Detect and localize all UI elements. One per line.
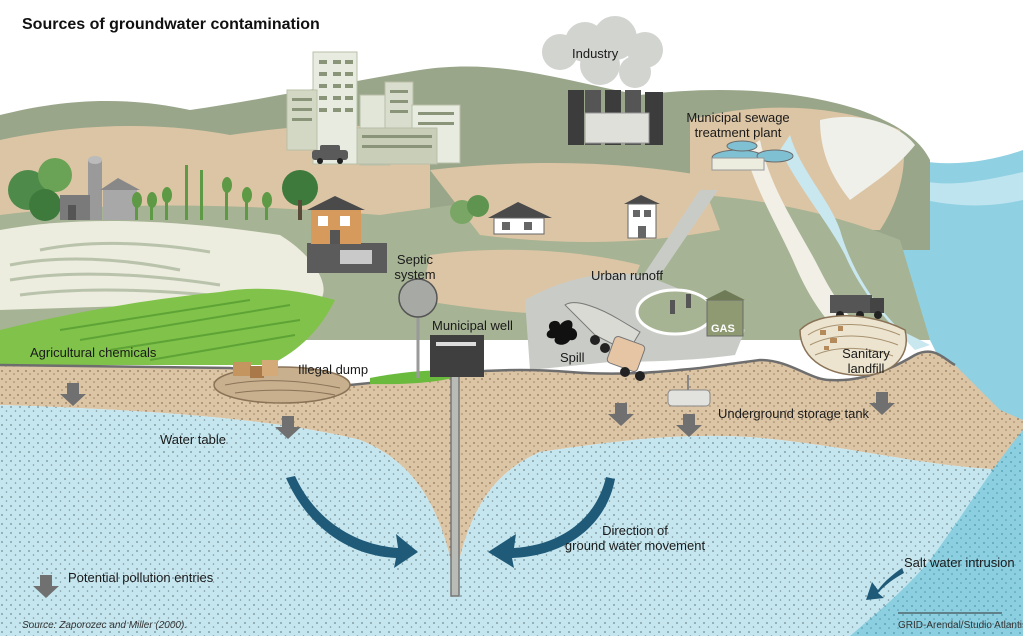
label-sanitary-line1: Sanitary bbox=[842, 346, 890, 361]
fuel-pump-1 bbox=[670, 300, 675, 314]
source-note: Source: Zaporozec and Miller (2000). bbox=[22, 620, 188, 631]
label-illegal-dump: Illegal dump bbox=[298, 362, 369, 377]
oil-spill-icon bbox=[546, 320, 578, 345]
white-snow-field bbox=[820, 116, 915, 200]
house-septic bbox=[307, 196, 365, 244]
sanitary-landfill-pit bbox=[799, 315, 907, 377]
label-sewage-line1: Municipal sewage bbox=[686, 110, 790, 125]
city-windows bbox=[292, 60, 454, 148]
label-gas: GAS bbox=[711, 323, 735, 335]
label-spill: Spill bbox=[560, 350, 585, 365]
illegal-dump-lines bbox=[224, 380, 341, 396]
river bbox=[780, 135, 930, 350]
marker-storage-tank bbox=[676, 414, 702, 437]
label-septic-system: Septic system bbox=[390, 252, 440, 282]
salt-water-texture bbox=[850, 430, 1023, 636]
crop-rows bbox=[59, 299, 301, 361]
tanker-truck bbox=[564, 302, 646, 381]
label-septic-line2: system bbox=[394, 267, 436, 282]
marker-agricultural bbox=[60, 383, 86, 406]
label-urban-runoff: Urban runoff bbox=[591, 268, 664, 283]
flow-arrow-salt bbox=[866, 568, 904, 600]
label-sewage-line2: treatment plant bbox=[694, 125, 782, 140]
farm-field-furrows bbox=[9, 241, 261, 302]
gas-station-roof bbox=[705, 290, 745, 300]
sewage-tanks bbox=[711, 140, 794, 171]
label-water-table: Water table bbox=[160, 432, 226, 447]
label-sewage-plant: Municipal sewage treatment plant bbox=[686, 110, 790, 140]
municipal-well-house bbox=[430, 335, 484, 377]
label-municipal-well: Municipal well bbox=[432, 318, 513, 333]
label-sanitary-line2: landfill bbox=[847, 361, 885, 376]
underground-storage-tank bbox=[667, 389, 711, 407]
credit-note: GRID-Arendal/Studio Atlantis bbox=[898, 620, 1023, 631]
label-direction-line1: Direction of bbox=[602, 523, 668, 538]
label-underground-storage-tank: Underground storage tank bbox=[718, 406, 870, 421]
soil-texture bbox=[0, 351, 1023, 580]
legend-pollution-entries: Potential pollution entries bbox=[68, 570, 214, 585]
marker-spill bbox=[608, 403, 634, 426]
label-groundwater-direction: Direction of ground water movement bbox=[560, 523, 710, 553]
fuel-pump-2 bbox=[686, 294, 691, 308]
car-icon bbox=[312, 145, 348, 164]
crop-plants bbox=[132, 165, 272, 220]
crop-field bbox=[0, 288, 335, 365]
label-sanitary-landfill: Sanitary landfill bbox=[830, 346, 902, 376]
garbage-truck bbox=[830, 295, 884, 319]
marker-landfill bbox=[869, 392, 895, 415]
marker-dump bbox=[275, 416, 301, 439]
label-agricultural-chemicals: Agricultural chemicals bbox=[30, 345, 157, 360]
septic-sphere bbox=[398, 278, 438, 318]
label-septic-line1: Septic bbox=[396, 252, 434, 267]
septic-tank-lid bbox=[340, 250, 372, 264]
flow-arrow-left bbox=[286, 476, 418, 568]
landfill-layers bbox=[807, 324, 901, 357]
pollution-entry-markers bbox=[33, 383, 895, 598]
landfill-debris bbox=[820, 326, 843, 350]
diagram-title: Sources of groundwater contamination bbox=[22, 16, 320, 33]
industry-factory bbox=[568, 90, 663, 145]
label-direction-line2: ground water movement bbox=[564, 538, 706, 553]
groundwater-flow-arrows bbox=[286, 476, 904, 600]
label-industry: Industry bbox=[572, 46, 619, 61]
label-salt-water-intrusion: Salt water intrusion bbox=[904, 555, 1015, 570]
marker-legend bbox=[33, 575, 59, 598]
municipal-well-house-stripe bbox=[436, 342, 476, 346]
gas-station-building bbox=[706, 299, 744, 337]
house-mid bbox=[488, 202, 552, 235]
dump-boxes-icon bbox=[233, 360, 278, 378]
municipal-well-pipe bbox=[450, 371, 460, 597]
barn-silo bbox=[60, 156, 140, 220]
house-right bbox=[624, 195, 660, 239]
groundwater-texture bbox=[0, 405, 1023, 636]
trees-left bbox=[8, 158, 489, 224]
flow-arrow-right bbox=[488, 477, 615, 568]
industry-smoke bbox=[542, 16, 663, 88]
